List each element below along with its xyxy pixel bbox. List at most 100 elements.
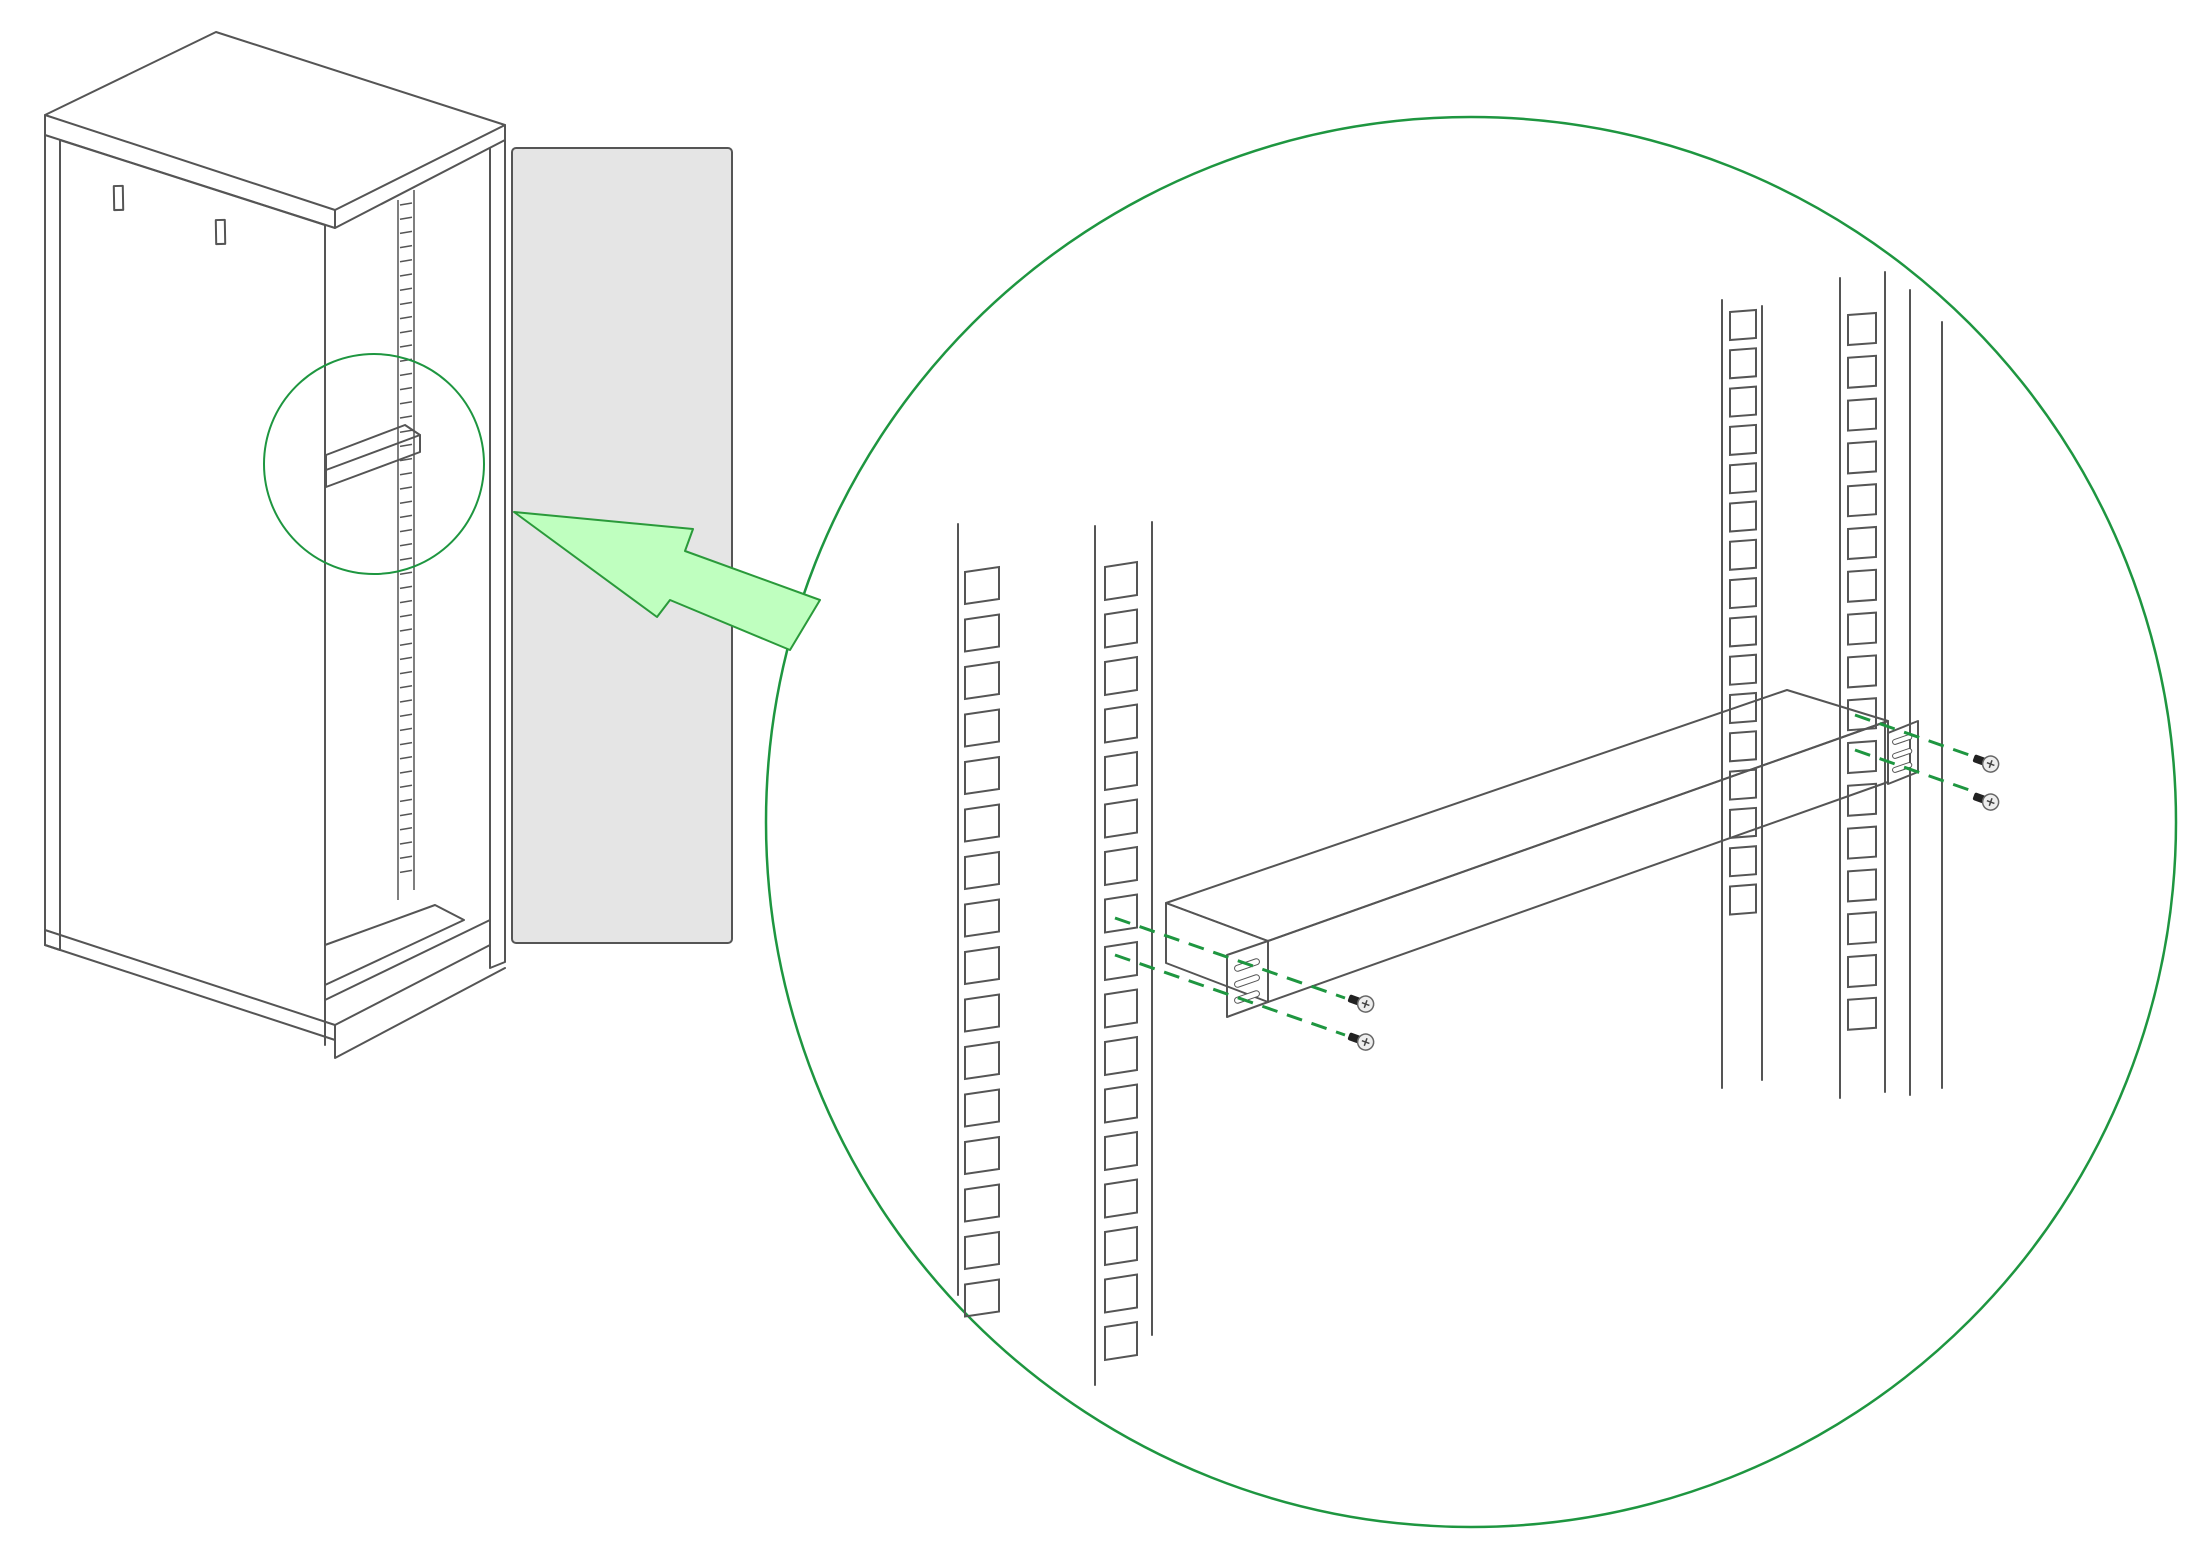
rail-tick <box>399 713 413 717</box>
rail-tick <box>399 372 413 377</box>
rail-hole <box>1104 845 1138 887</box>
left-inner-rail-holes <box>1104 560 1138 1362</box>
left-outer-rail-holes <box>964 565 1000 1318</box>
rail-tick <box>399 727 413 732</box>
rail-hole <box>964 613 1000 653</box>
rail-tick <box>399 855 413 859</box>
rail-tick <box>399 273 413 277</box>
detail-callout-circle <box>263 353 485 575</box>
rail-hole <box>1104 655 1138 697</box>
rail-tick <box>399 798 413 803</box>
rail-tick <box>399 216 413 220</box>
rail-hole <box>1729 538 1757 571</box>
rail-tick <box>399 827 413 831</box>
rail-hole <box>1104 560 1138 602</box>
cabinet-rail-ticks <box>399 202 413 874</box>
rail-tick <box>399 614 413 618</box>
rail-tick <box>399 500 413 504</box>
rail-tick <box>399 585 413 590</box>
rail-tick <box>399 415 413 419</box>
rail-hole <box>964 1088 1000 1128</box>
rail-tick <box>399 315 413 320</box>
rail-hole <box>1847 868 1877 903</box>
rail-hole <box>964 660 1000 701</box>
rail-tick <box>399 244 413 249</box>
rail-hole <box>1847 739 1877 775</box>
rail-tick <box>399 784 413 788</box>
rail-tick <box>399 699 413 703</box>
zoom-arrow <box>513 511 821 651</box>
rail-hole <box>1104 750 1138 792</box>
rail-hole <box>964 708 1000 748</box>
rail-tick <box>399 557 413 561</box>
zoom-detail-circle <box>764 115 2178 1529</box>
rail-hole <box>1729 347 1757 380</box>
rail-hole <box>1847 525 1877 561</box>
rail-hole <box>1847 782 1877 817</box>
rail-tick <box>399 344 413 348</box>
screw-icon <box>1972 754 2000 773</box>
rack-rails <box>957 271 1943 1386</box>
rail-hole <box>1729 806 1757 839</box>
rail-hole <box>964 1183 1000 1223</box>
rail-hole <box>964 850 1000 891</box>
rail-hole <box>964 1230 1000 1271</box>
right-inner-rail-holes <box>1729 308 1757 916</box>
rail-hole <box>1729 845 1757 878</box>
rail-tick <box>399 770 413 774</box>
rail-hole <box>1847 611 1877 646</box>
rail-tick <box>399 869 413 874</box>
rail-hole <box>1847 697 1877 732</box>
rail-tick <box>399 330 413 334</box>
rail-hole <box>1729 308 1757 342</box>
rail-hole <box>1104 1320 1138 1362</box>
screw-icon <box>1347 994 1375 1013</box>
rail-hole <box>1104 988 1138 1029</box>
rail-tick <box>399 571 413 575</box>
rail-tick <box>399 756 413 760</box>
server-rack-cabinet <box>44 31 506 1059</box>
rail-hole <box>1847 483 1877 518</box>
rail-hole <box>1729 423 1757 456</box>
rail-hole <box>1104 940 1138 982</box>
rail-tick <box>399 230 413 235</box>
rail-tick <box>399 670 413 675</box>
rail-tick <box>399 429 413 433</box>
rail-tick <box>399 841 413 845</box>
rail-hole <box>1104 703 1138 744</box>
rail-tick <box>399 628 413 632</box>
rail-hole <box>1729 500 1757 533</box>
rail-tick <box>399 656 413 661</box>
rail-hole <box>1847 354 1877 389</box>
rail-hole <box>1729 462 1757 495</box>
rail-tick <box>399 401 413 405</box>
rail-tick <box>399 741 413 746</box>
rail-hole <box>1104 1083 1138 1124</box>
rail-hole <box>964 1135 1000 1176</box>
rail-hole <box>1104 798 1138 839</box>
rail-hole <box>964 565 1000 606</box>
rail-hole <box>1847 996 1877 1031</box>
right-outer-rail-holes <box>1847 311 1877 1031</box>
rail-hole <box>964 1040 1000 1081</box>
rail-tick <box>399 685 413 689</box>
rail-tick <box>399 642 413 646</box>
rail-hole <box>1104 893 1138 934</box>
rail-tick <box>399 386 413 391</box>
rail-hole <box>1729 691 1757 725</box>
rail-hole <box>964 898 1000 938</box>
rail-hole <box>1104 1130 1138 1172</box>
rail-hole <box>1847 568 1877 603</box>
rail-tick <box>399 457 413 462</box>
rail-tick <box>399 472 413 476</box>
rail-hole <box>1847 440 1877 475</box>
alignment-guides <box>1114 713 1976 1037</box>
rail-tick <box>399 543 413 547</box>
rail-tick <box>399 301 413 306</box>
rail-hole <box>964 945 1000 986</box>
rail-tick <box>399 486 413 490</box>
rail-hole <box>1729 653 1757 686</box>
rail-hole <box>1847 953 1877 989</box>
